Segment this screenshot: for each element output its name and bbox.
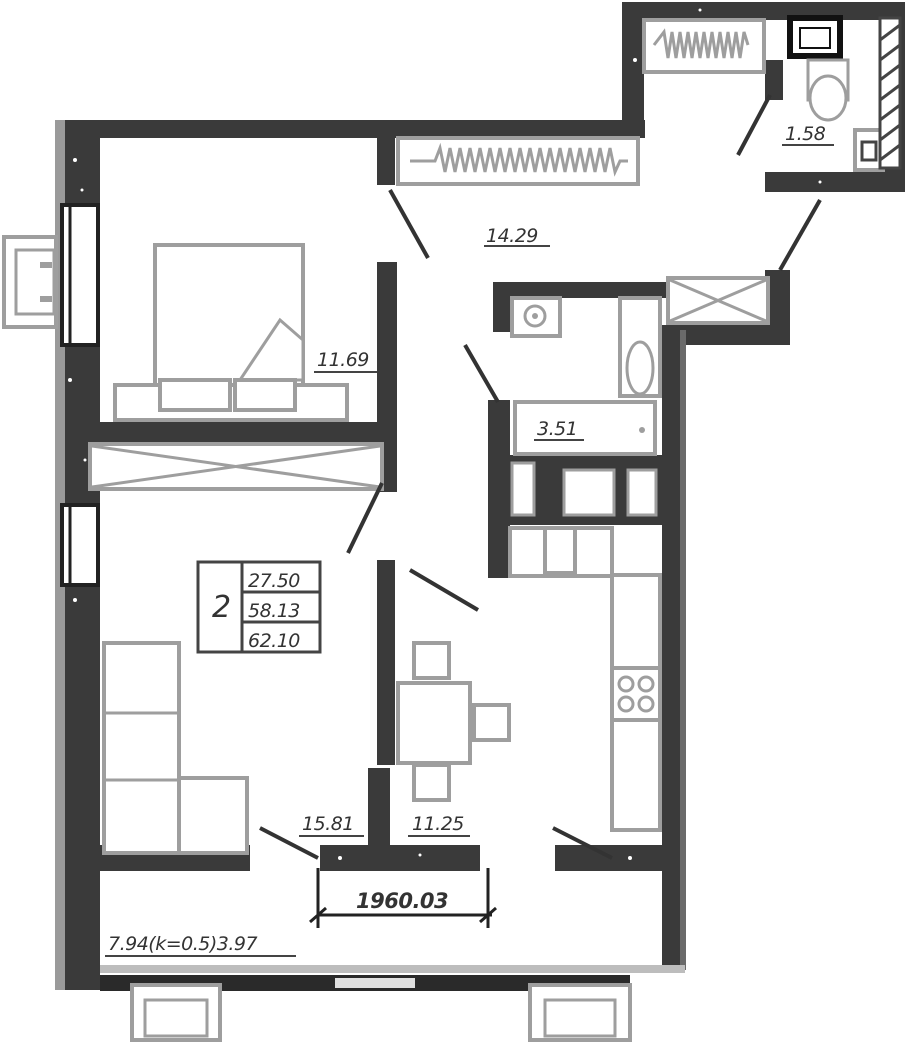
- bed: [113, 243, 349, 422]
- toilet-fixtures: [787, 15, 902, 172]
- dining-table: [396, 641, 511, 802]
- bedroom-area-label: 11.69: [317, 349, 369, 371]
- bathroom-fixtures: [510, 296, 662, 517]
- living-area-label: 15.81: [302, 813, 354, 835]
- door-swings: [259, 94, 822, 860]
- kitchen-counter: [508, 526, 662, 832]
- bathroom-area-label: 3.51: [537, 418, 577, 440]
- shaft-box: [666, 276, 770, 325]
- summary-box: 2 27.50 58.13 62.10: [196, 560, 322, 654]
- wardrobe-toilet: [642, 18, 766, 74]
- sofa: [102, 641, 249, 855]
- living-total: 27.50: [248, 570, 300, 592]
- wall-texture: [68, 8, 822, 860]
- room-count: 2: [212, 590, 231, 625]
- balcony-area-label: 7.94(k=0.5)3.97: [108, 933, 257, 955]
- wardrobe-corridor: [396, 136, 640, 186]
- windows: [2, 203, 632, 1042]
- dimension-line: [309, 868, 497, 928]
- toilet-area-label: 1.58: [785, 123, 826, 145]
- dimension-label: 1960.03: [356, 889, 448, 913]
- wardrobe-bedroom: [88, 442, 384, 491]
- total-with-balcony: 62.10: [248, 630, 300, 652]
- corridor-area-label: 14.29: [486, 225, 538, 247]
- total-area: 58.13: [248, 600, 300, 622]
- room-labels: 14.29 11.69 1.58 3.51 15.81 11.25 7.94(k…: [105, 123, 834, 957]
- kitchen-area-label: 11.25: [412, 813, 464, 835]
